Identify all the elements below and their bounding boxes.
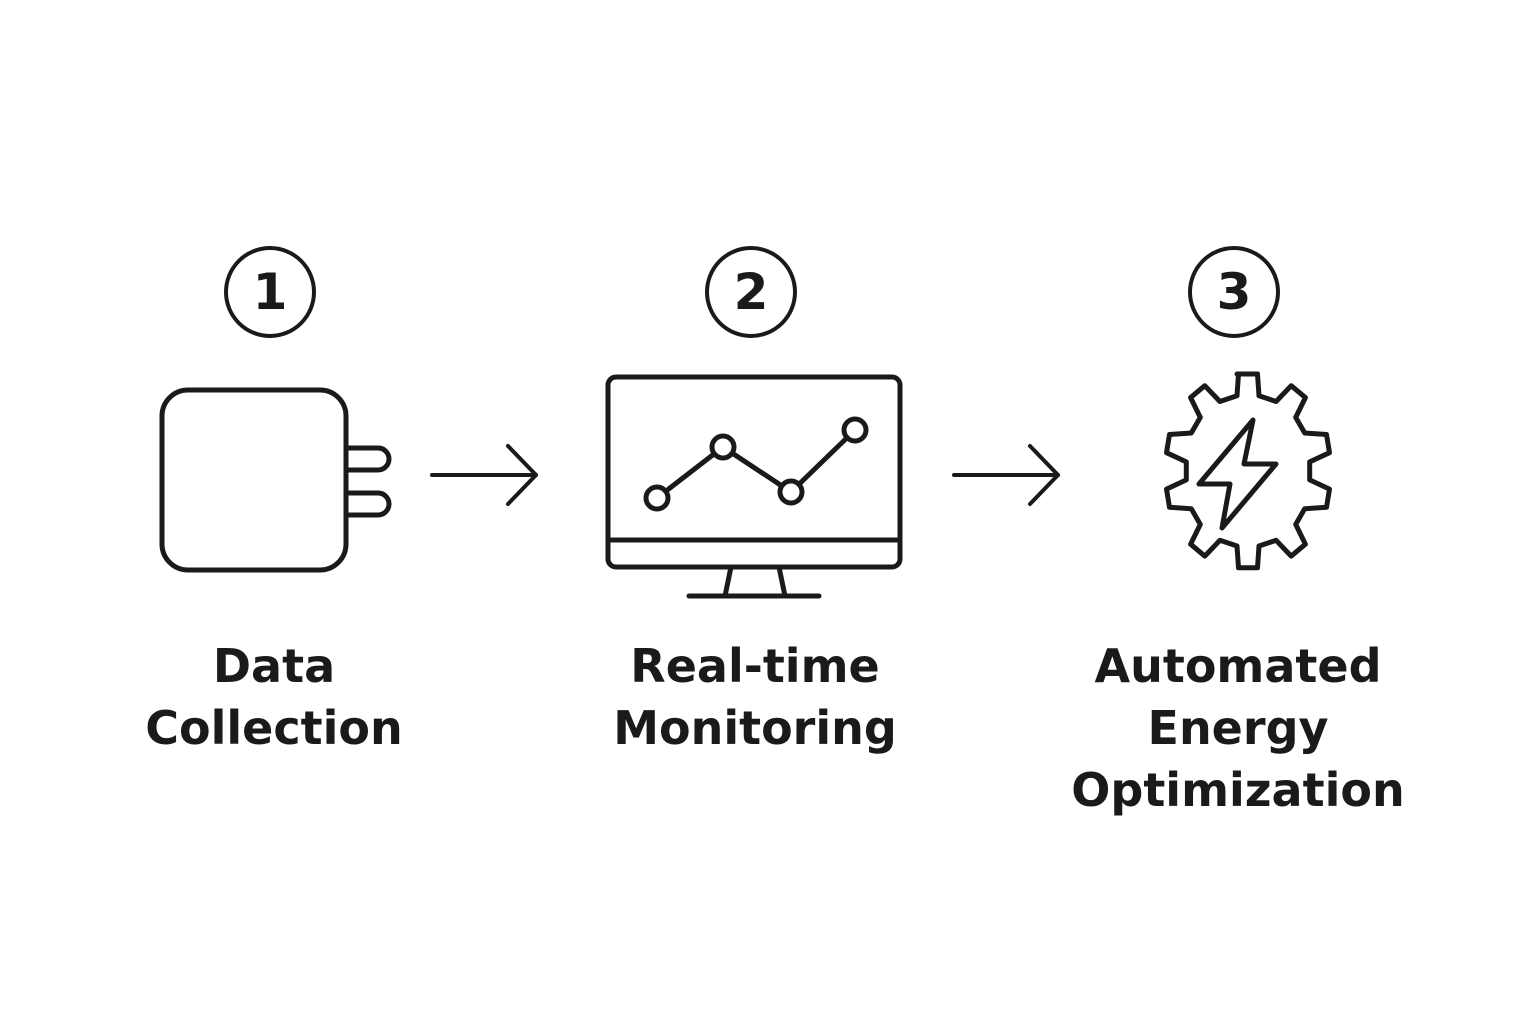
plug-icon [159,387,392,573]
step-number: 3 [1216,263,1252,321]
step-data-collection: 1 Data Collection [74,240,474,840]
arrow-right-icon [952,444,1060,506]
step-label-line: Collection [145,701,403,755]
step-automated-energy-optimization: 3 Automated Energy Optimization [1038,240,1438,840]
step-label: Automated Energy Optimization [1038,635,1438,821]
step-number-badge: 2 [705,246,797,338]
step-number-badge: 1 [224,246,316,338]
gear-lightning-icon [1164,371,1332,571]
step-label: Data Collection [74,635,474,759]
monitor-chart-icon [605,374,903,599]
step-number-badge: 3 [1188,246,1280,338]
step-label-line: Energy [1147,701,1329,755]
step-label: Real-time Monitoring [555,635,955,759]
step-number: 1 [252,263,288,321]
step-number: 2 [733,263,769,321]
step-label-line: Optimization [1071,763,1405,817]
step-real-time-monitoring: 2 Real-time Monitoring [555,240,955,840]
step-label-line: Data [212,639,336,693]
arrow-right-icon [430,444,538,506]
step-label-line: Real-time [630,639,880,693]
step-label-line: Automated [1094,639,1382,693]
step-label-line: Monitoring [613,701,897,755]
